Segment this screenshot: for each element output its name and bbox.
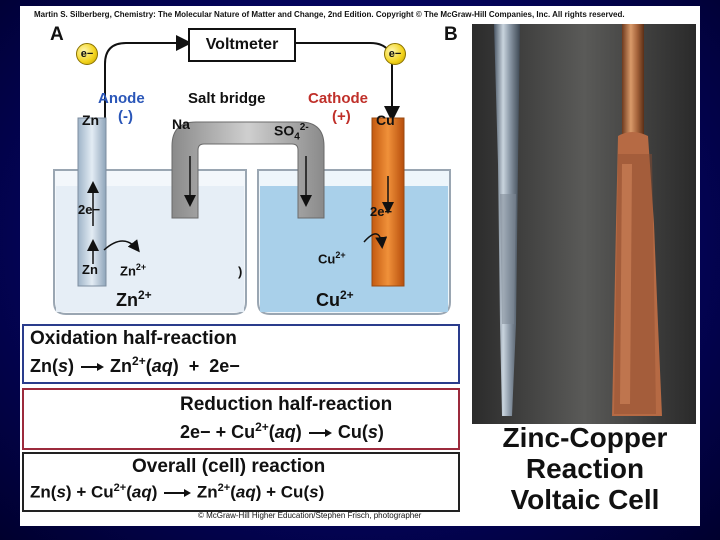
overall-box: Overall (cell) reaction Zn(s) + Cu2+(aq)…	[22, 452, 460, 512]
reaction-arrow-icon	[308, 429, 332, 438]
oxidation-title: Oxidation half-reaction	[30, 328, 237, 349]
oxidation-equation: Zn(s) Zn2+(aq) + 2e−	[30, 354, 240, 376]
cathode-metal-label: Cu	[376, 112, 395, 128]
voltaic-cell-diagram	[53, 35, 451, 315]
overall-title: Overall (cell) reaction	[132, 456, 326, 477]
reaction-arrow-icon	[81, 363, 105, 372]
reduction-box: Reduction half-reaction 2e− + Cu2+(aq) C…	[22, 388, 460, 450]
stray-mark: )	[238, 264, 243, 279]
zinc-atom-label: Zn	[82, 262, 98, 277]
anode-metal-label: Zn	[82, 112, 100, 128]
zinc-ion-label: Zn2+	[120, 262, 147, 279]
reaction-arrow-icon	[164, 489, 192, 498]
photo-credit: © McGraw-Hill Higher Education/Stephen F…	[198, 511, 422, 520]
reduction-title: Reduction half-reaction	[180, 394, 393, 415]
oxidation-box: Oxidation half-reaction Zn(s) Zn2+(aq) +…	[22, 324, 460, 384]
salt-bridge-label: Salt bridge	[188, 90, 266, 107]
reduction-equation: 2e− + Cu2+(aq) Cu(s)	[180, 420, 384, 442]
zinc-electrode	[77, 117, 107, 287]
photo-title: Zinc-Copper Reaction Voltaic Cell	[475, 422, 695, 515]
sulfate-ion-label: SO42-	[274, 122, 309, 143]
right-beaker	[257, 169, 451, 315]
electrons-cathode-label: 2e−	[370, 204, 393, 219]
copper-ion-label: Cu2+	[318, 250, 346, 267]
electron-left-icon: e−	[76, 43, 98, 65]
photo-drawing	[472, 24, 696, 424]
slide: Martin S. Silberberg, Chemistry: The Mol…	[20, 6, 700, 526]
left-solution-label: Zn2+	[116, 288, 152, 310]
electrons-anode-label: 2e−	[78, 202, 101, 217]
salt-bridge	[171, 121, 325, 219]
panel-label-b: B	[444, 24, 458, 45]
wire-left	[104, 35, 192, 131]
photo-title-line-1: Zinc-Copper	[502, 422, 668, 453]
anode-label: Anode	[98, 90, 145, 107]
cathode-sign: (+)	[332, 108, 351, 125]
right-solution-label: Cu2+	[316, 288, 354, 310]
sodium-ion-label: Na	[172, 116, 190, 132]
panel-label-a: A	[50, 24, 64, 45]
overall-equation: Zn(s) + Cu2+(aq) Zn2+(aq) + Cu(s)	[30, 482, 325, 502]
photo-title-line-3: Voltaic Cell	[510, 484, 660, 515]
copper-rod	[622, 24, 644, 136]
cathode-label: Cathode	[308, 90, 368, 107]
photo-title-line-2: Reaction	[525, 453, 645, 484]
copyright-credit: Martin S. Silberberg, Chemistry: The Mol…	[34, 10, 625, 19]
anode-sign: (-)	[118, 108, 133, 125]
electron-right-icon: e−	[384, 43, 406, 65]
voltmeter: Voltmeter	[188, 28, 296, 62]
zinc-copper-photo	[472, 24, 696, 424]
